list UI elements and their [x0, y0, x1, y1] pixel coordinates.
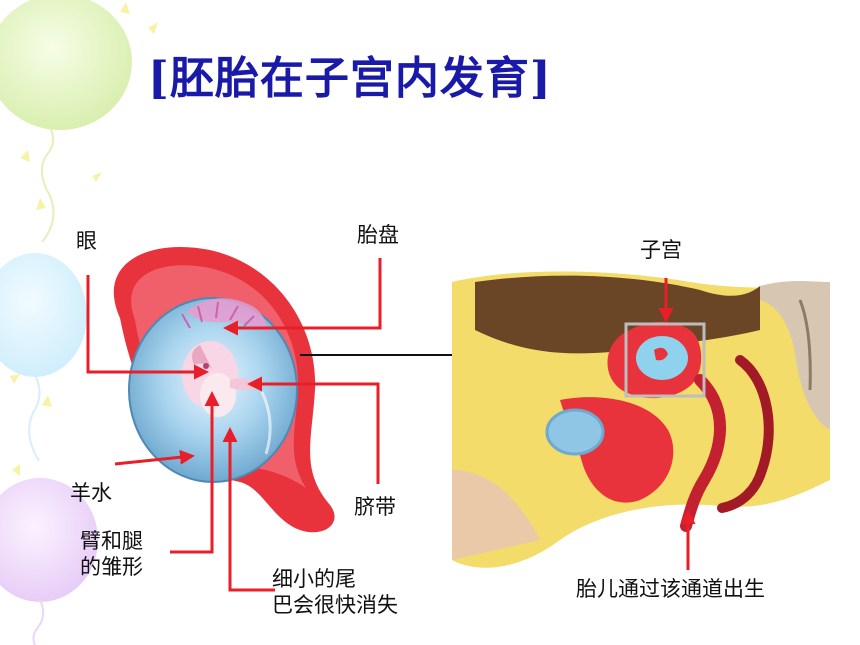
label-limb-buds-line-1: 臂和腿 [80, 529, 143, 553]
label-uterus: 子宫 [640, 238, 682, 262]
label-tail-line-1: 细小的尾 [272, 567, 356, 591]
annotation-arrows [86, 258, 696, 592]
arrow-amniotic-fluid [114, 449, 195, 466]
label-tail: 细小的尾 巴会很快消失 [272, 566, 398, 619]
label-placenta: 胎盘 [357, 223, 399, 247]
arrow-limb-buds [170, 391, 220, 554]
arrow-tail [222, 427, 275, 592]
pelvis-section [452, 271, 830, 568]
arrow-umbilical-cord [247, 376, 380, 484]
page-title: [胚胎在子宫内发育] [148, 53, 552, 104]
decorative-balloons [0, 0, 158, 645]
arrow-placenta [223, 258, 382, 336]
label-umbilical-cord: 脐带 [354, 495, 396, 519]
label-birth-canal: 胎儿通过该通道出生 [576, 577, 765, 601]
uterus-section [113, 246, 335, 533]
label-tail-line-2: 巴会很快消失 [272, 593, 398, 618]
arrow-eye [86, 275, 209, 380]
label-limb-buds-line-2: 的雏形 [80, 555, 143, 580]
label-amniotic-fluid: 羊水 [70, 481, 112, 505]
label-eye: 眼 [76, 229, 97, 253]
label-limb-buds: 臂和腿 的雏形 [80, 528, 143, 581]
